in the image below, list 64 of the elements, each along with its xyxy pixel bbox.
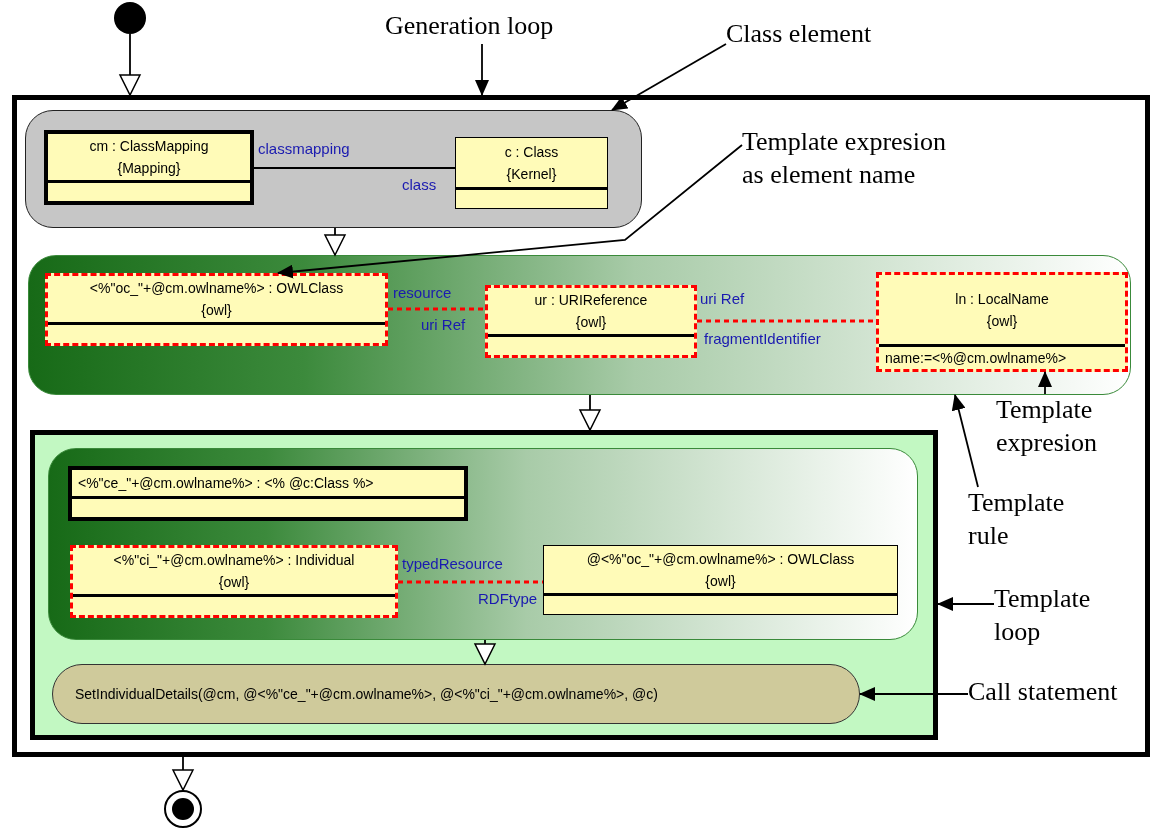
loop-frame [30, 430, 938, 740]
leader-arrow [1038, 371, 1052, 395]
class-box [543, 545, 898, 615]
class-name: <%"oc_"+@cm.owlname%> : OWLClass [89, 280, 344, 296]
template-rule-region [28, 255, 1131, 395]
class-box [70, 545, 398, 618]
stereotype: {owl} [201, 302, 232, 318]
leader-arrow [859, 687, 969, 701]
class-box [45, 273, 388, 346]
role-label: uri Ref [421, 316, 466, 333]
annotation-text: Template loop [994, 583, 1124, 649]
role-label: fragmentIdentifier [704, 330, 821, 347]
stereotype: {Mapping} [117, 160, 181, 176]
annotation-text: Template expresion as element name [742, 126, 957, 192]
final-node [164, 790, 202, 828]
class-name: ln : LocalName [955, 290, 1049, 307]
edge-label: classmapping [258, 140, 350, 157]
attribute-text: name:=<%@cm.owlname%> [885, 350, 1068, 366]
leader-arrow [951, 394, 979, 488]
leader-arrow [277, 144, 743, 279]
class-name: @<%"oc_"+@cm.owlname%> : OWLClass [586, 550, 855, 567]
association-line [697, 319, 876, 323]
stereotype: {Kernel} [506, 165, 557, 182]
role-label: RDFtype [478, 590, 538, 607]
leader-arrow [475, 43, 489, 96]
annotation-text: Call statement [968, 676, 1146, 710]
association-line [388, 307, 485, 311]
class-name: <%"ce_"+@cm.owlname%> : <% @c:Class %> [78, 475, 374, 491]
class-element-region [25, 110, 642, 228]
class-box [44, 130, 254, 205]
class-name: c : Class [504, 143, 559, 160]
class-box [68, 466, 468, 521]
annotation-text: Template rule [968, 487, 1092, 553]
association-line [253, 167, 456, 169]
initial-node [114, 2, 146, 34]
edge-label: typedResource [402, 555, 503, 572]
leader-arrow [937, 597, 995, 611]
control-flow-arrow [119, 33, 141, 96]
stereotype: {owl} [705, 572, 736, 589]
class-box [876, 272, 1128, 372]
association-line [398, 580, 543, 584]
control-flow-arrow [324, 227, 346, 256]
control-flow-arrow [579, 394, 601, 431]
edge-label: resource [393, 284, 452, 301]
class-box [455, 137, 608, 209]
call-statement-box [52, 664, 860, 724]
role-label: class [402, 176, 437, 193]
edge-label: uri Ref [700, 290, 745, 307]
class-name: cm : ClassMapping [89, 138, 209, 154]
call-text: SetIndividualDetails(@cm, @<%"ce_"+@cm.owlname%>, @<%"ci_"+@cm.owlname%>, @c) [75, 686, 658, 702]
annotation-text: Generation loop [385, 10, 600, 44]
loop-frame [12, 95, 1150, 757]
class-name: ur : URIReference [534, 292, 648, 308]
stereotype: {owl} [986, 312, 1018, 329]
class-box [485, 285, 697, 358]
control-flow-arrow [474, 639, 496, 665]
class-name: <%"ci_"+@cm.owlname%> : Individual [113, 552, 355, 568]
annotation-text: Template expresion [996, 394, 1136, 460]
stereotype: {owl} [218, 574, 250, 590]
template-rule-region [48, 448, 918, 640]
annotation-text: Class element [726, 18, 916, 52]
leader-arrow [611, 43, 727, 111]
stereotype: {owl} [575, 314, 607, 330]
control-flow-arrow [172, 756, 194, 791]
